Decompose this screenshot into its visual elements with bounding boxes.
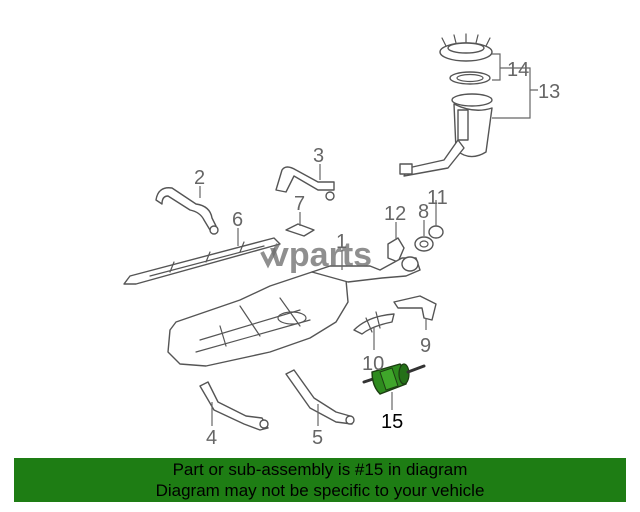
callout-9: 9 <box>420 335 431 357</box>
part-1-fuel-tank[interactable] <box>167 256 421 367</box>
leader-lines <box>199 53 538 426</box>
part-5-strap[interactable] <box>285 369 355 425</box>
banner-line-2: Diagram may not be specific to your vehi… <box>155 481 485 500</box>
callout-13: 13 <box>538 81 560 103</box>
part-6-heat-shield[interactable] <box>123 237 281 285</box>
callout-6: 6 <box>232 209 243 231</box>
callout-12: 12 <box>384 203 406 225</box>
part-2-bracket[interactable] <box>155 187 219 235</box>
callout-8: 8 <box>418 201 429 223</box>
callout-3: 3 <box>313 145 324 167</box>
info-banner: Part or sub-assembly is #15 in diagram D… <box>14 458 626 502</box>
callout-4: 4 <box>206 427 217 449</box>
callout-15[interactable]: 15 <box>381 411 403 433</box>
part-4-strap[interactable] <box>199 381 269 431</box>
watermark-text: vparts <box>270 236 372 274</box>
part-9-bracket[interactable] <box>393 295 437 321</box>
part-10-clip[interactable] <box>353 311 395 335</box>
banner-line-1: Part or sub-assembly is #15 in diagram <box>172 460 468 479</box>
parts-diagram: vparts 2 3 7 6 1 12 8 11 9 10 4 5 15 14 … <box>123 33 560 449</box>
callout-7: 7 <box>294 193 305 215</box>
callout-1: 1 <box>336 231 347 253</box>
part-11-cap[interactable] <box>428 225 444 239</box>
part-7-pad[interactable] <box>285 223 315 237</box>
part-8-filler-cap[interactable] <box>414 236 434 252</box>
callout-5: 5 <box>312 427 323 449</box>
part-13-fuel-sender[interactable] <box>399 93 493 177</box>
part-15-fuel-filter[interactable] <box>362 363 426 395</box>
callout-10: 10 <box>362 353 384 375</box>
callout-11: 11 <box>427 187 448 209</box>
part-14-lock-ring[interactable] <box>439 33 493 85</box>
callout-14: 14 <box>507 59 529 81</box>
part-3-bracket[interactable] <box>275 166 335 201</box>
callout-2: 2 <box>194 167 205 189</box>
vparts-watermark: vparts <box>260 236 372 274</box>
